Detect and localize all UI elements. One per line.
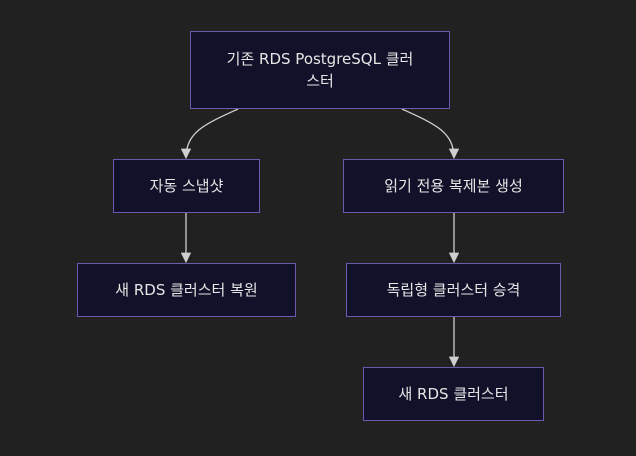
node-read-replica: 읽기 전용 복제본 생성 <box>343 159 564 213</box>
node-restore-new-cluster: 새 RDS 클러스터 복원 <box>77 263 296 317</box>
edge-source-to-replica <box>401 108 460 160</box>
node-source-cluster-label: 기존 RDS PostgreSQL 클러스터 <box>226 50 414 90</box>
node-auto-snapshot-label: 자동 스냅샷 <box>149 177 224 195</box>
edge-source-to-snapshot <box>180 108 239 160</box>
node-new-cluster-label: 새 RDS 클러스터 <box>398 385 509 403</box>
node-promote-standalone-label: 독립형 클러스터 승격 <box>386 281 521 299</box>
node-auto-snapshot: 자동 스냅샷 <box>113 159 260 213</box>
node-restore-new-cluster-label: 새 RDS 클러스터 복원 <box>115 281 258 299</box>
node-new-cluster: 새 RDS 클러스터 <box>363 367 544 421</box>
node-read-replica-label: 읽기 전용 복제본 생성 <box>384 177 523 195</box>
node-promote-standalone: 독립형 클러스터 승격 <box>346 263 561 317</box>
node-source-cluster: 기존 RDS PostgreSQL 클러스터 <box>190 31 450 109</box>
